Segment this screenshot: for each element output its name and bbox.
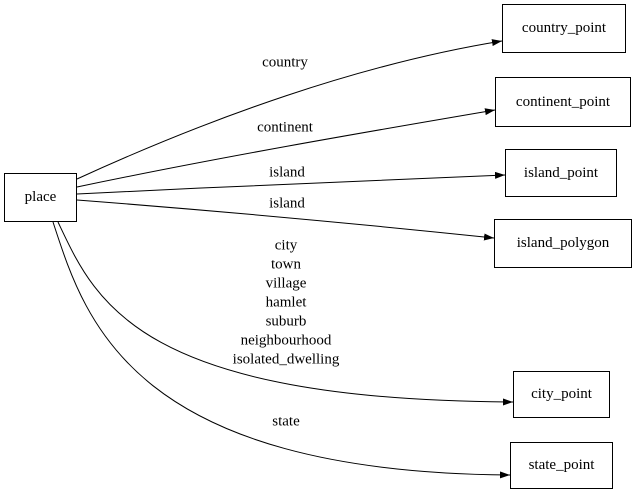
edge-place-city-point [57, 221, 514, 406]
edge-label-continent: continent [257, 119, 313, 136]
edge-place-country-point [76, 39, 503, 180]
edge-label-city-group: city town village hamlet suburb neighbou… [232, 237, 340, 368]
node-island-polygon: island_polygon [494, 219, 632, 268]
node-island-point: island_point [505, 149, 617, 197]
edge-place-island-point [76, 171, 506, 195]
node-city-point: city_point [513, 371, 610, 418]
edge-label-country: country [262, 54, 308, 71]
edge-label-island-polygon: island [269, 195, 305, 212]
edge-label-state: state [272, 413, 300, 430]
node-state-point: state_point [510, 442, 613, 489]
edge-place-state-point [52, 221, 511, 479]
node-place: place [4, 173, 77, 222]
edge-place-continent-point [76, 108, 496, 188]
edge-place-island-polygon [76, 199, 495, 241]
node-country-point: country_point [502, 4, 626, 53]
edge-label-island-point: island [269, 164, 305, 181]
node-continent-point: continent_point [495, 77, 631, 127]
